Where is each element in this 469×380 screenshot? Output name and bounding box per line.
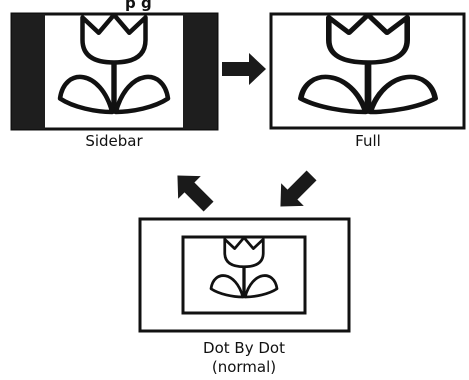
dot-by-dot-label-line2: (normal): [212, 358, 276, 376]
sidebar-label: Sidebar: [85, 132, 143, 150]
arrow-right-icon: [222, 53, 266, 85]
sidebar-left-bar: [12, 14, 45, 129]
partial-title: p g: [125, 0, 152, 12]
sidebar-mode-panel: Sidebar: [10, 14, 219, 150]
dot-by-dot-mode-panel: Dot By Dot (normal): [138, 217, 351, 376]
arrow-up-left-icon: [166, 164, 220, 218]
full-mode-panel: Full: [269, 14, 466, 150]
sidebar-right-bar: [183, 14, 217, 129]
arrow-down-left-icon: [269, 164, 323, 218]
dot-by-dot-label-line1: Dot By Dot: [203, 339, 285, 357]
full-label: Full: [355, 132, 381, 150]
